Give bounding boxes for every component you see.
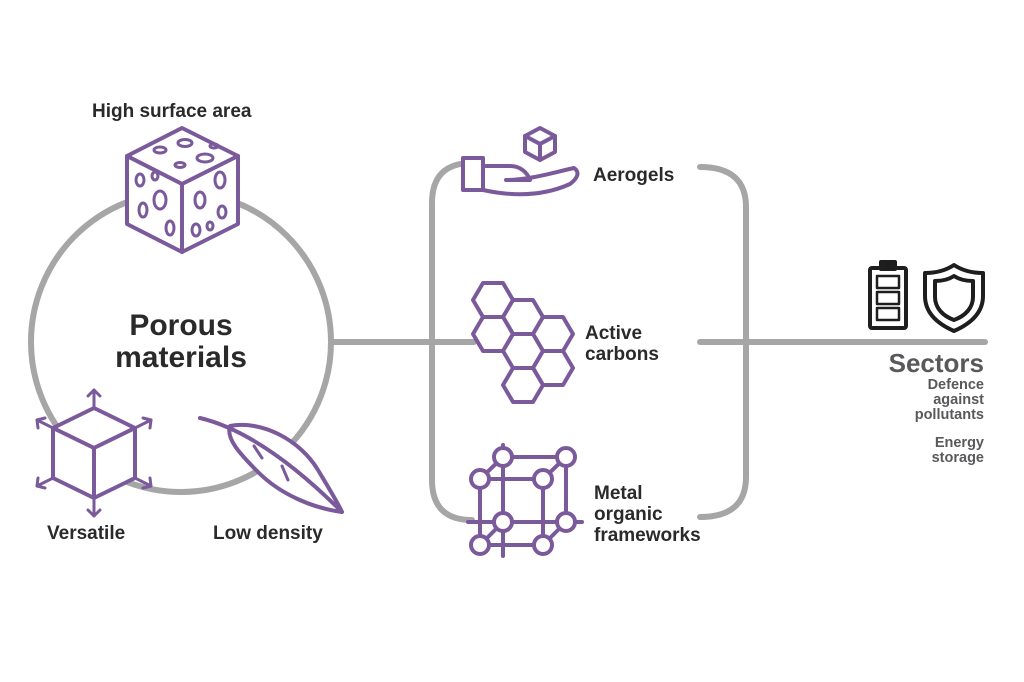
hexagon-cluster-icon: [471, 281, 575, 404]
center-title-line1: Porous: [129, 309, 233, 342]
sector-defence: Defence against pollutants: [915, 378, 984, 423]
left-bracket: [429, 160, 475, 523]
label-low-density: Low density: [213, 523, 323, 544]
expand-cube-icon: [35, 388, 153, 518]
label-mof-line2: organic: [594, 504, 663, 525]
center-title-line2: materials: [115, 341, 247, 374]
sector-defence-line1: Defence: [927, 377, 984, 393]
sector-energy: Energy storage: [932, 436, 984, 466]
label-active-carbons-line2: carbons: [585, 344, 659, 365]
sector-defence-line2: against: [933, 392, 984, 408]
label-aerogels: Aerogels: [593, 165, 675, 186]
center-title: Porous materials: [96, 310, 266, 374]
sector-energy-line1: Energy: [934, 435, 984, 451]
label-active-carbons: Active carbons: [585, 323, 659, 365]
shield-icon: [923, 263, 985, 333]
feather-icon: [198, 416, 344, 514]
label-mof-line1: Metal: [594, 483, 643, 504]
framework-cube-icon: [466, 443, 584, 558]
label-active-carbons-line1: Active: [585, 323, 643, 344]
sector-energy-line2: storage: [931, 450, 984, 466]
sectors-title: Sectors: [888, 348, 984, 378]
label-high-surface-area: High surface area: [92, 101, 252, 122]
label-versatile: Versatile: [47, 523, 126, 544]
sector-defence-line3: pollutants: [914, 407, 984, 423]
battery-icon: [868, 260, 908, 330]
porous-cube-icon: [125, 126, 240, 254]
label-mof-line3: frameworks: [594, 525, 701, 546]
label-mof: Metal organic frameworks: [594, 483, 701, 546]
hand-cube-icon: [461, 126, 580, 197]
